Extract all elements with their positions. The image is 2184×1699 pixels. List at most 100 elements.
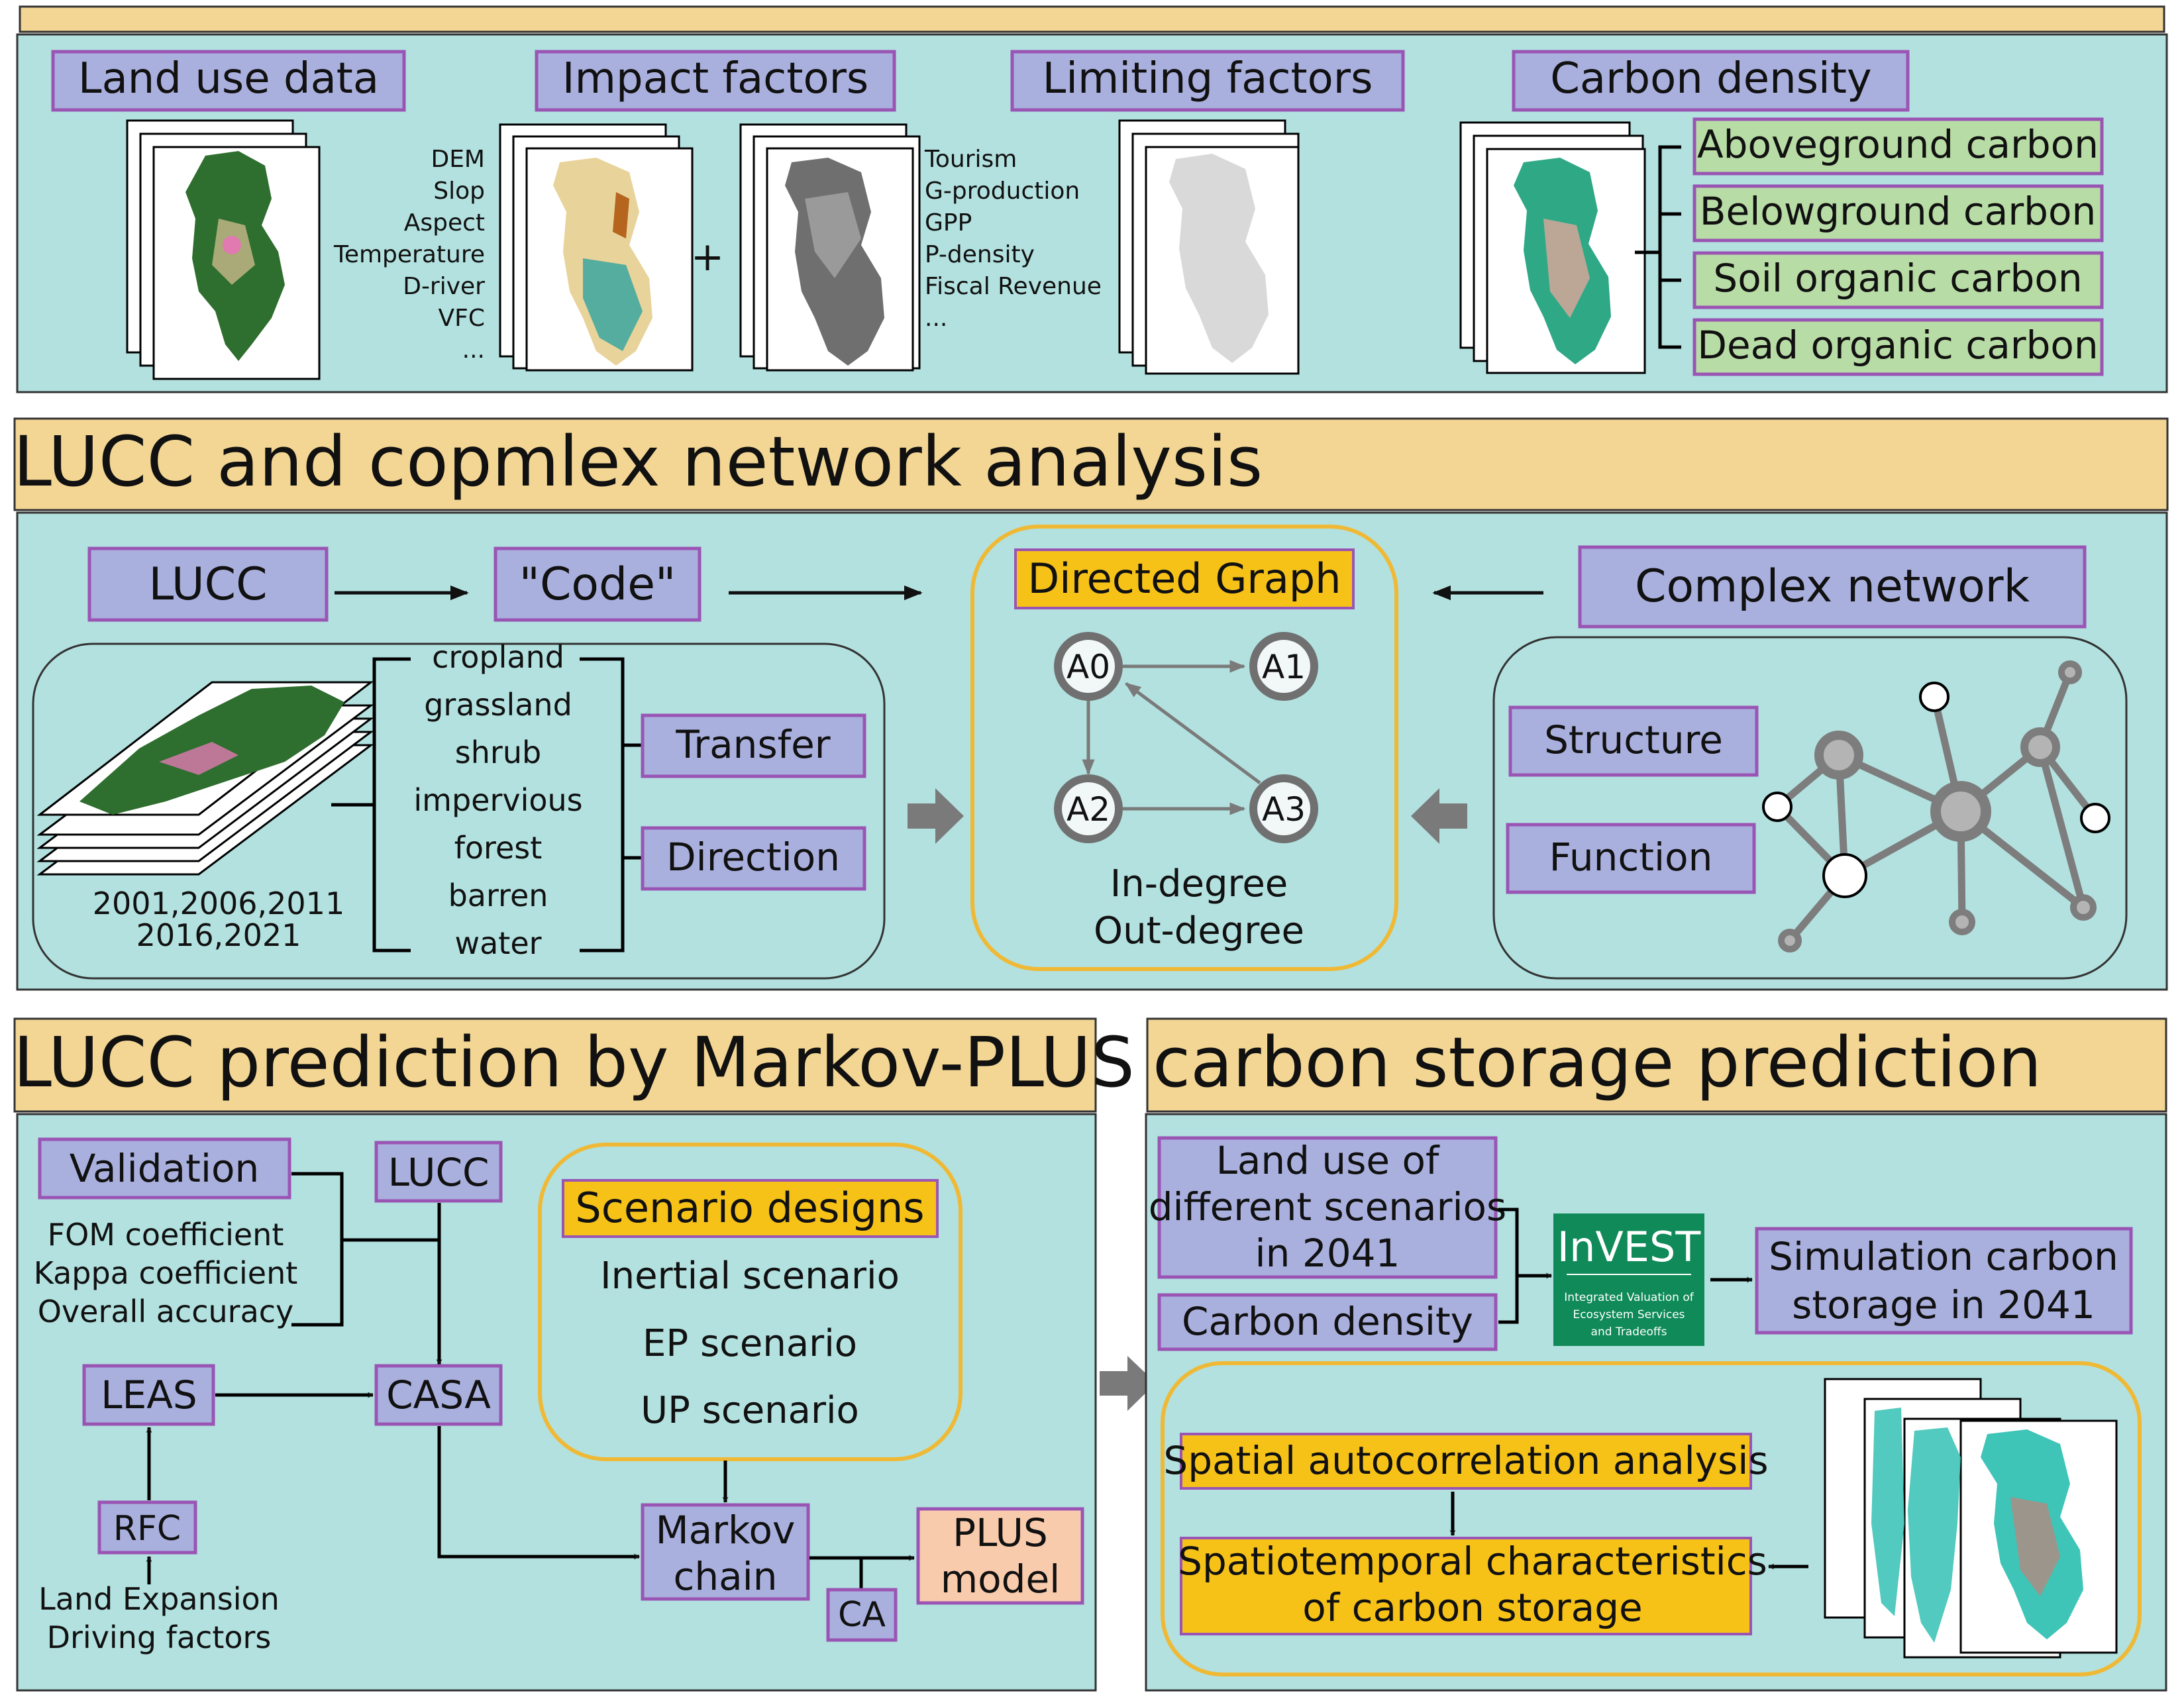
land-use-scenarios-line: Land use of: [1216, 1138, 1440, 1183]
land-expansion-line: Driving factors: [47, 1620, 272, 1655]
scenario-designs-header: [562, 1179, 939, 1238]
carbon-pool-box: [1692, 117, 2104, 176]
graph-node: [1249, 632, 1318, 701]
validation-box: [38, 1137, 291, 1200]
out-degree-label: Out-degree: [1094, 909, 1304, 952]
direction-box: [641, 826, 866, 891]
section-markov-plus: LUCC prediction by Markov-PLUS Validatio…: [13, 1017, 1135, 1692]
spatial-autocorrelation-label: Spatial autocorrelation analysis: [1163, 1438, 1768, 1483]
lucc-label: LUCC: [148, 558, 267, 611]
section2-header: [13, 417, 2169, 511]
scenario-map-stack: [1824, 1378, 2118, 1659]
transfer-label: Transfer: [675, 722, 830, 767]
impact-item: ...: [462, 336, 485, 364]
impact-factors-label: Impact factors: [562, 54, 869, 103]
carbon-pool-label: Aboveground carbon: [1697, 122, 2099, 167]
limiting-item: P-density: [925, 241, 1035, 268]
impact-item: Temperature: [333, 241, 485, 268]
limiting-item: Tourism: [924, 146, 1017, 173]
validation-item: FOM coefficient: [48, 1217, 284, 1253]
plus-model-box: [916, 1507, 1084, 1605]
section-carbon-storage: carbon storage prediction Land use of di…: [1145, 1017, 2167, 1692]
arrow-gray-left: [1411, 788, 1467, 844]
section2-title: LUCC and copmlex network analysis: [13, 421, 1263, 502]
carbon-density-box-2: [1157, 1293, 1498, 1351]
arrow-casa-to-markov: [437, 1426, 640, 1560]
carbon-map-stack: [1459, 121, 1646, 374]
section4-title: carbon storage prediction: [1153, 1022, 2042, 1103]
invest-bracket: [1498, 1208, 1519, 1324]
scenario-designs-label: Scenario designs: [575, 1184, 924, 1232]
lucc-box: [87, 546, 329, 622]
invest-subtitle: and Tradeoffs: [1591, 1325, 1667, 1339]
carbon-pool-box: [1692, 184, 2104, 242]
direction-label: Direction: [666, 835, 840, 880]
years-line: 2016,2021: [136, 917, 301, 953]
limiting-item: Fiscal Revenue: [925, 273, 1102, 300]
years-line: 2001,2006,2011: [93, 886, 344, 921]
validation-bracket: [291, 1172, 439, 1327]
gray-map: [1169, 154, 1269, 363]
simulation-line: Simulation carbon: [1769, 1234, 2118, 1279]
casa-label: CASA: [386, 1372, 491, 1417]
land-classes: cropland grassland shrub impervious fore…: [413, 639, 582, 961]
class-item: grassland: [424, 687, 572, 723]
directed-graph: A0 A1 A2 A3: [1054, 632, 1318, 843]
plus-model-label: model: [941, 1557, 1061, 1602]
markov-label: chain: [673, 1554, 777, 1599]
class-item: forest: [454, 830, 543, 866]
land-use-scenarios-line: different scenarios: [1149, 1184, 1507, 1229]
function-label: Function: [1549, 835, 1713, 880]
land-use-data-label: Land use data: [78, 54, 379, 103]
code-box: [494, 546, 702, 622]
spatiotemporal-line: Spatiotemporal characteristics: [1178, 1539, 1767, 1584]
graph-node: [1249, 774, 1318, 843]
carbon-pool-box: [1692, 251, 2104, 309]
carbon-pool-label: Belowground carbon: [1700, 189, 2097, 234]
land-use-scenarios-line: in 2041: [1255, 1231, 1400, 1276]
edge-a3-a0: [1125, 682, 1261, 785]
invest-subtitle: Integrated Valuation of: [1564, 1291, 1694, 1304]
casa-box: [374, 1364, 503, 1426]
spatiotemporal-box: [1180, 1537, 1752, 1635]
graph-node: [1054, 774, 1123, 843]
function-box: [1506, 823, 1756, 894]
plus-model-label: PLUS: [953, 1510, 1048, 1555]
ca-box: [826, 1588, 898, 1642]
rfc-label: RFC: [113, 1509, 181, 1549]
carbon-pools: Aboveground carbon Belowground carbon So…: [1692, 117, 2104, 376]
spatial-autocorrelation-box: [1180, 1433, 1752, 1490]
lucc-box-2: [374, 1141, 503, 1203]
code-label: "Code": [519, 558, 676, 611]
scenario-item: UP scenario: [641, 1389, 859, 1432]
impact-item: D-river: [403, 273, 485, 300]
land-use-map-stack: [126, 119, 321, 380]
limiting-factors-box: [1010, 50, 1405, 112]
class-brackets: [331, 657, 641, 952]
in-degree-label: In-degree: [1110, 862, 1288, 905]
simulation-box: [1755, 1227, 2133, 1335]
class-item: impervious: [413, 782, 582, 818]
carbon-pool-label: Dead organic carbon: [1697, 323, 2098, 368]
limiting-item: G-production: [925, 178, 1080, 205]
limiting-factors-label: Limiting factors: [1043, 54, 1373, 103]
carbon-pool-box: [1692, 318, 2104, 376]
section4-header: [1146, 1017, 2167, 1113]
class-item: water: [454, 925, 541, 961]
transfer-box: [641, 713, 866, 778]
impact-item: VFC: [439, 305, 485, 332]
limiting-factors-list: Tourism G-production GPP P-density Fisca…: [924, 146, 1102, 332]
plus-sign: +: [691, 234, 724, 280]
scenario-item: Inertial scenario: [600, 1255, 900, 1298]
scenario-item: EP scenario: [643, 1322, 857, 1365]
section-lucc-network: LUCC and copmlex network analysis LUCC "…: [13, 417, 2169, 991]
impact-item: Aspect: [404, 209, 485, 236]
section-data-inputs: Land use data Impact factors DEM Slop As…: [16, 5, 2168, 393]
spatiotemporal-line: of carbon storage: [1302, 1585, 1642, 1630]
limiting-map-stack: [1118, 119, 1300, 375]
node-label: A1: [1262, 648, 1306, 686]
limiting-raster-stack: [739, 123, 921, 372]
impact-item: Slop: [433, 178, 485, 205]
